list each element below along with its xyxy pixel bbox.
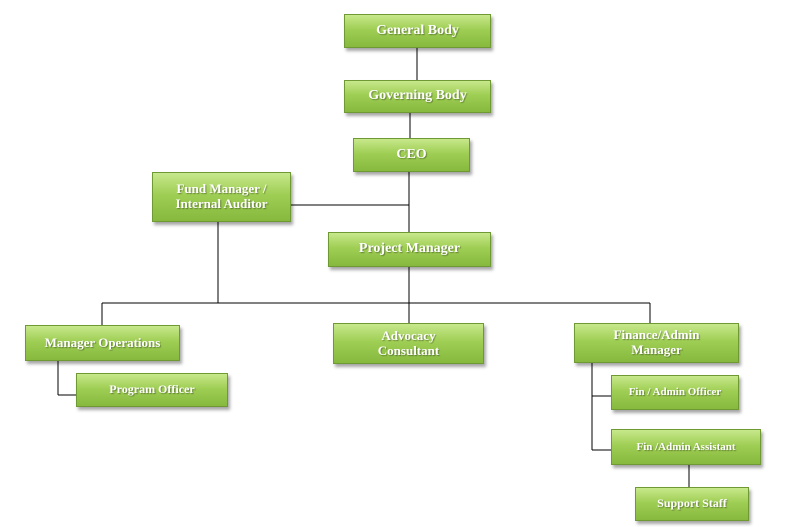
node-advocacy-consultant: Advocacy Consultant: [333, 323, 484, 364]
node-ceo: CEO: [353, 138, 470, 172]
node-project-manager: Project Manager: [328, 232, 491, 267]
node-governing-body-label: Governing Body: [368, 88, 467, 104]
node-fund-manager: Fund Manager / Internal Auditor: [152, 172, 291, 222]
node-fin-admin-officer: Fin / Admin Officer: [611, 375, 739, 410]
node-program-officer: Program Officer: [76, 373, 228, 407]
node-manager-operations-label: Manager Operations: [44, 334, 161, 350]
node-project-manager-label: Project Manager: [358, 241, 461, 257]
node-finance-admin-manager-label: Finance/Admin Manager: [613, 327, 700, 357]
node-fin-admin-officer-label: Fin / Admin Officer: [628, 386, 722, 399]
node-fund-manager-label: Fund Manager / Internal Auditor: [175, 181, 268, 211]
node-ceo-label: CEO: [396, 146, 427, 162]
node-finance-admin-manager: Finance/Admin Manager: [574, 323, 739, 363]
node-support-staff: Support Staff: [635, 487, 749, 521]
node-support-staff-label: Support Staff: [657, 496, 727, 511]
node-program-officer-label: Program Officer: [109, 382, 195, 397]
node-fin-admin-assistant: Fin /Admin Assistant: [611, 429, 761, 465]
node-general-body-label: General Body: [376, 22, 459, 38]
node-advocacy-consultant-label: Advocacy Consultant: [377, 327, 440, 358]
node-manager-operations: Manager Operations: [25, 325, 180, 361]
node-general-body: General Body: [344, 14, 491, 48]
node-governing-body: Governing Body: [344, 80, 491, 113]
node-fin-admin-assistant-label: Fin /Admin Assistant: [636, 440, 736, 453]
